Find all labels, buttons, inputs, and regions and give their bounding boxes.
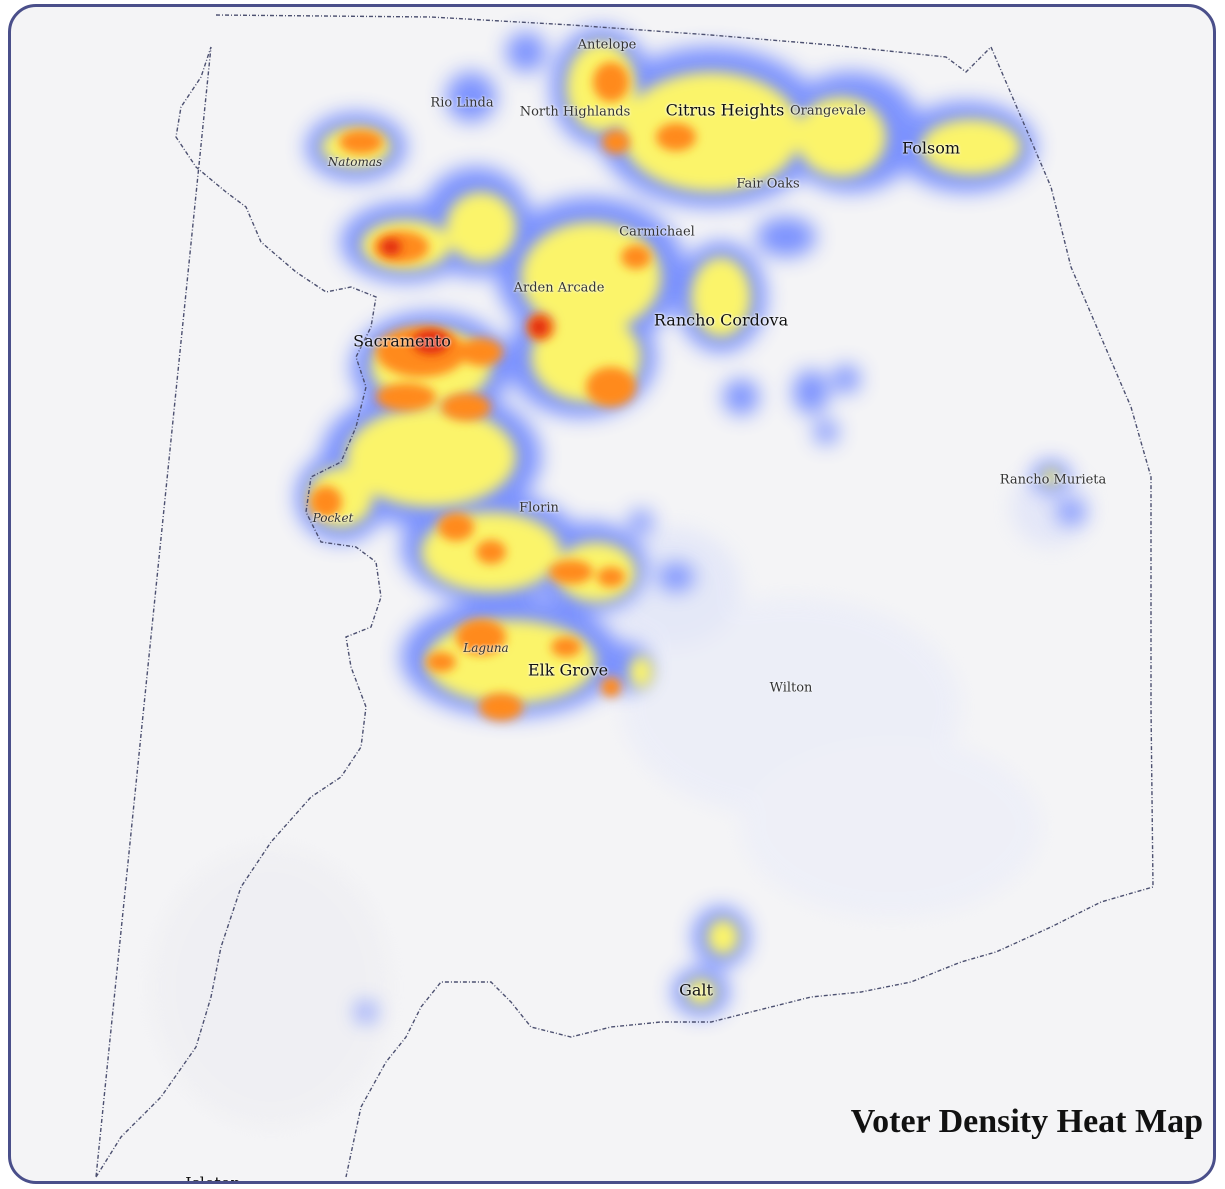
label-galt: Galt bbox=[679, 980, 713, 1000]
label-rio-linda: Rio Linda bbox=[430, 95, 494, 111]
heat-map-canvas bbox=[95, 14, 1154, 1178]
label-isleton: Isleton bbox=[185, 1173, 241, 1184]
label-wilton: Wilton bbox=[769, 680, 813, 696]
label-fair-oaks: Fair Oaks bbox=[736, 176, 800, 192]
label-natomas: Natomas bbox=[327, 155, 383, 169]
heat-layer-peak bbox=[381, 239, 548, 354]
map-frame: Antelope Rio Linda North Highlands Citru… bbox=[8, 4, 1216, 1184]
label-rancho-murieta: Rancho Murieta bbox=[999, 472, 1107, 488]
label-sacramento: Sacramento bbox=[353, 331, 451, 351]
label-citrus-heights: Citrus Heights bbox=[665, 100, 785, 120]
label-elk-grove: Elk Grove bbox=[527, 660, 609, 680]
label-pocket: Pocket bbox=[312, 511, 354, 525]
map-title: Voter Density Heat Map bbox=[850, 1103, 1203, 1140]
label-rancho-cordova: Rancho Cordova bbox=[653, 310, 789, 330]
label-antelope: Antelope bbox=[577, 37, 637, 53]
label-laguna: Laguna bbox=[463, 641, 509, 655]
label-north-highlands: North Highlands bbox=[519, 104, 631, 120]
label-orangevale: Orangevale bbox=[790, 103, 866, 119]
background-density bbox=[151, 467, 1091, 1127]
label-carmichael: Carmichael bbox=[619, 224, 695, 240]
label-arden-arcade: Arden Arcade bbox=[513, 280, 605, 296]
label-florin: Florin bbox=[519, 500, 559, 516]
label-folsom: Folsom bbox=[902, 138, 960, 158]
county-boundary bbox=[95, 14, 1154, 1178]
